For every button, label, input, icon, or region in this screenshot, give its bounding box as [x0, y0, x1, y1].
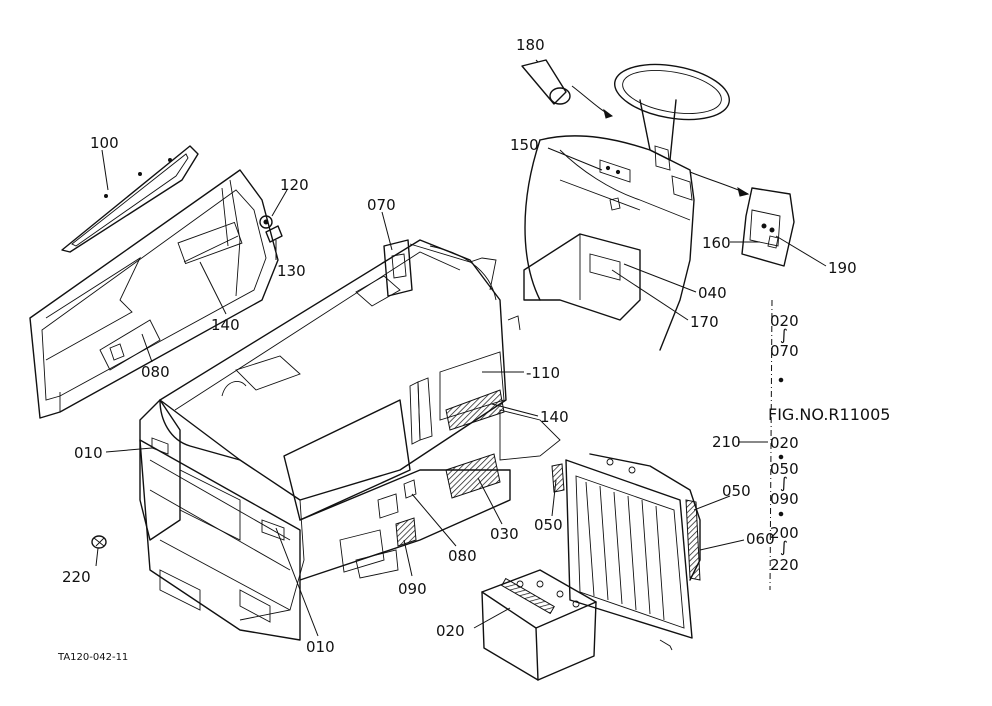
label-060: 060 [746, 530, 775, 548]
lamp-180-drawing [521, 59, 614, 119]
label-070: 070 [367, 196, 396, 214]
label-180: 180 [516, 36, 545, 54]
ref-dot-3 [778, 511, 784, 517]
label-090: 090 [398, 580, 427, 598]
cap-220-drawing [91, 535, 107, 549]
ref-200: 200 [770, 524, 799, 542]
side-panel-drawing [29, 169, 279, 419]
label-080-panel: 080 [141, 363, 170, 381]
label-110: -110 [526, 364, 560, 382]
label-020: 020 [436, 622, 465, 640]
label-170: 170 [690, 313, 719, 331]
switch-box-drawing [689, 171, 795, 267]
label-220: 220 [62, 568, 91, 586]
label-050-left: 050 [534, 516, 563, 534]
drawing-code: TA120-042-11 [57, 652, 128, 663]
clip-120-130-drawing [259, 215, 283, 243]
fig-number: FIG.NO.R11005 [768, 405, 890, 424]
ref-range-1: ∫ [780, 326, 788, 344]
label-040: 040 [698, 284, 727, 302]
ref-020-start: 020 [770, 312, 799, 330]
label-010-front: 010 [74, 444, 103, 462]
ref-090: 090 [770, 490, 799, 508]
ref-dot-2 [778, 454, 784, 460]
label-130: 130 [277, 262, 306, 280]
ref-range-3: ∫ [780, 538, 788, 556]
leader-lines [95, 59, 827, 637]
ref-070: 070 [770, 342, 799, 360]
label-030: 030 [490, 525, 519, 543]
label-150: 150 [510, 136, 539, 154]
ref-range-2: ∫ [780, 474, 788, 492]
ref-220: 220 [770, 556, 799, 574]
front-body-drawing [139, 399, 561, 641]
gasket-100-drawing [61, 145, 199, 253]
label-100: 100 [90, 134, 119, 152]
label-050-right: 050 [722, 482, 751, 500]
radiator-drawing [551, 453, 701, 651]
label-140-hood: 140 [540, 408, 569, 426]
ref-020: 020 [770, 434, 799, 452]
label-190: 190 [828, 259, 857, 277]
label-160: 160 [702, 234, 731, 252]
label-140-panel: 140 [211, 316, 240, 334]
ref-dot-1 [778, 377, 784, 383]
battery-drawing [481, 569, 597, 681]
label-080-lower: 080 [448, 547, 477, 565]
label-120: 120 [280, 176, 309, 194]
label-210: 210 [712, 433, 741, 451]
dash-steering-drawing [523, 63, 730, 351]
label-010-lower: 010 [306, 638, 335, 656]
ref-050: 050 [770, 460, 799, 478]
part-labels: 100 120 130 140 080 070 010 -110 140 220… [62, 36, 857, 656]
hood-drawing [159, 239, 521, 621]
reference-block: 020 ∫ 070 FIG.NO.R11005 020 050 ∫ 090 20… [768, 312, 890, 574]
